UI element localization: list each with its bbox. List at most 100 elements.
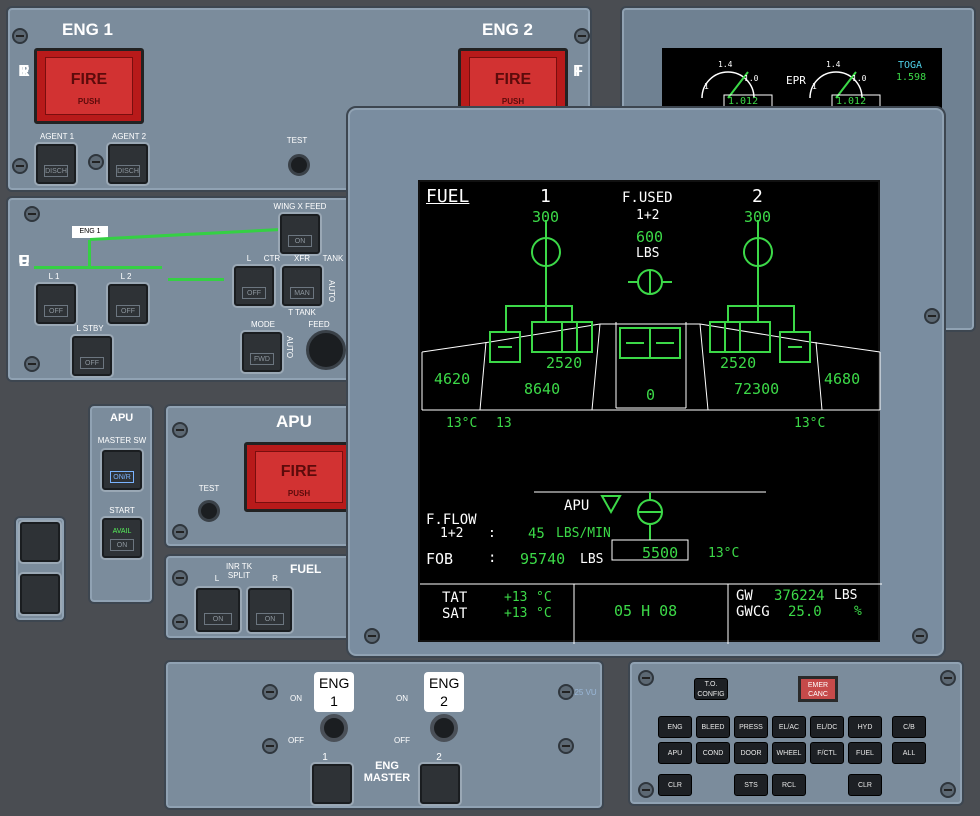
left-outer-tank-qty: 4620 [434, 370, 471, 388]
inr-l-label: L [214, 574, 220, 583]
fuel-flow-unit: LBS/MIN [556, 526, 611, 541]
gw-value: 376224 [774, 588, 825, 604]
apu-fire-title: APU [276, 412, 312, 431]
ecp-clr-left-key[interactable]: CLR [658, 774, 692, 796]
fuel-synoptic [420, 220, 882, 644]
vu-label: 125 VU [570, 688, 597, 697]
eng2-fire-handle-text: FIRE [494, 71, 532, 88]
ctr-l-xfr-button[interactable]: OFF [234, 266, 274, 306]
l1-label: L 1 [48, 272, 60, 281]
l1-pump-button[interactable]: OFF [36, 284, 76, 324]
ecp-rcl-key[interactable]: RCL [772, 774, 806, 796]
apu-fire-handle[interactable]: FIRE PUSH [244, 442, 354, 512]
apu-fire-handle-push: PUSH [287, 489, 311, 498]
t-tank-mode-button[interactable]: FWD [242, 332, 282, 372]
fuel-overhead-panel: F U E L ENG 1 WING X FEED ON L 1 L 2 OFF… [6, 196, 366, 382]
apu-start-label: START [109, 506, 135, 515]
apu-test-label: TEST [198, 484, 220, 493]
ctr-xfr-mode-button[interactable]: MAN [282, 266, 322, 306]
left-tank-temp-2: 13 [496, 416, 512, 431]
right-inner-tank-qty: 72300 [734, 380, 780, 398]
eng2-master-fault-button[interactable] [420, 764, 460, 804]
gwcg-label: GWCG [736, 604, 770, 620]
ecp-door-key[interactable]: DOOR [734, 742, 768, 764]
eng1-master-switch[interactable] [320, 714, 348, 742]
eng-master-title: ENG MASTER [363, 760, 411, 784]
apu-master-sw-button[interactable]: ON/R [102, 450, 142, 490]
ecp-elac-key[interactable]: EL/AC [772, 716, 806, 738]
auto-label-1: AUTO [327, 280, 336, 303]
eng2-fire-handle-push: PUSH [501, 97, 525, 106]
sd-fuel-page: FUEL 1 2 300 300 F.USED 1+2 600 LBS 4620… [418, 180, 882, 644]
gwcg-value: 25.0 [788, 604, 822, 620]
left-inner-tank-qty: 8640 [524, 380, 561, 398]
gw-label: GW [736, 588, 753, 604]
to-config-button[interactable]: T.O. CONFIG [694, 678, 728, 700]
f-used-sub-label: 1+2 [636, 208, 660, 223]
t-tank-feed-selector[interactable] [306, 330, 346, 370]
auto-label-2: AUTO [285, 336, 294, 359]
eng1-fuel-used: 300 [532, 208, 560, 226]
ecp-eng-key[interactable]: ENG [658, 716, 692, 738]
fuel-flow-sub-label: 1+2 [440, 526, 464, 541]
agent1-disch-button[interactable]: DISCH [36, 144, 76, 184]
f-used-total: 600 [636, 228, 664, 246]
l-stby-pump-button[interactable]: OFF [72, 336, 112, 376]
apu-master-panel: APU MASTER SW ON/R START AVAIL ON [88, 404, 154, 604]
eng1-epr-value: 1.012 [728, 96, 759, 107]
eng2-master-switch[interactable] [430, 714, 458, 742]
ecp-fuel-key[interactable]: FUEL [848, 742, 882, 764]
engine-fire-panel: ENG 1 ENG 2 F I R E F I FIRE PUSH FIRE P… [6, 6, 592, 192]
inr-split-l-button[interactable]: ON [196, 588, 240, 632]
sat-value: +13 [504, 606, 528, 621]
eng1-fire-handle-push: PUSH [77, 97, 101, 106]
eng1-fire-handle[interactable]: FIRE PUSH [34, 48, 144, 124]
l2-pump-button[interactable]: OFF [108, 284, 148, 324]
eng1-master-fault-button[interactable] [312, 764, 352, 804]
eng2-number: 2 [752, 186, 763, 207]
ecp-sts-key[interactable]: STS [734, 774, 768, 796]
mode-label: MODE [251, 320, 275, 329]
agent2-disch-button[interactable]: DISCH [108, 144, 148, 184]
eng-master-panel: ENG 1 ENG 2 ON OFF ON OFF ENG MASTER 1 2… [164, 660, 604, 810]
eng2-master-badge: ENG 2 [424, 672, 464, 712]
ecp-fctl-key[interactable]: F/CTL [810, 742, 844, 764]
fire-test-button[interactable] [288, 154, 310, 176]
l2-label: L 2 [120, 272, 132, 281]
eng1-fire-handle-text: FIRE [70, 71, 108, 88]
ecp-eldc-key[interactable]: EL/DC [810, 716, 844, 738]
ctr-l-label: L [246, 254, 252, 263]
sat-unit: °C [536, 606, 552, 621]
aux-button-1[interactable] [20, 522, 60, 562]
agent1-label: AGENT 1 [39, 132, 75, 141]
ecp-clr-right-key[interactable]: CLR [848, 774, 882, 796]
ecp-hyd-key[interactable]: HYD [848, 716, 882, 738]
inr-split-r-button[interactable]: ON [248, 588, 292, 632]
fob-label: FOB [426, 550, 454, 568]
toga-label: TOGA [898, 60, 923, 71]
fuel-page-title: FUEL [426, 186, 470, 207]
ecp-wheel-key[interactable]: WHEEL [772, 742, 806, 764]
aux-button-2[interactable] [20, 574, 60, 614]
epr-label: EPR [786, 74, 806, 87]
emer-canc-button[interactable]: EMER CANC [798, 676, 838, 702]
left-inner-feed-qty: 2520 [546, 354, 583, 372]
ecam-control-panel: T.O. CONFIG EMER CANC ENG BLEED PRESS EL… [628, 660, 964, 806]
wing-x-feed-button[interactable]: ON [280, 214, 320, 254]
ecp-cb-key[interactable]: C/B [892, 716, 926, 738]
ecp-apu-key[interactable]: APU [658, 742, 692, 764]
epr-tick-1-left: 1 [704, 82, 709, 91]
wing-x-feed-label: WING X FEED [273, 202, 327, 211]
fob-value: 95740 [520, 550, 566, 568]
ecp-bleed-key[interactable]: BLEED [696, 716, 730, 738]
ecp-all-key[interactable]: ALL [892, 742, 926, 764]
f-used-label: F.USED [622, 190, 673, 206]
ecp-press-key[interactable]: PRESS [734, 716, 768, 738]
toga-value: 1.598 [896, 72, 927, 83]
apu-start-button[interactable]: AVAIL ON [102, 518, 142, 558]
gw-unit: LBS [834, 588, 858, 603]
feed-label: FEED [308, 320, 330, 329]
eng-master-2-label: 2 [436, 752, 442, 763]
apu-test-button[interactable] [198, 500, 220, 522]
ecp-cond-key[interactable]: COND [696, 742, 730, 764]
